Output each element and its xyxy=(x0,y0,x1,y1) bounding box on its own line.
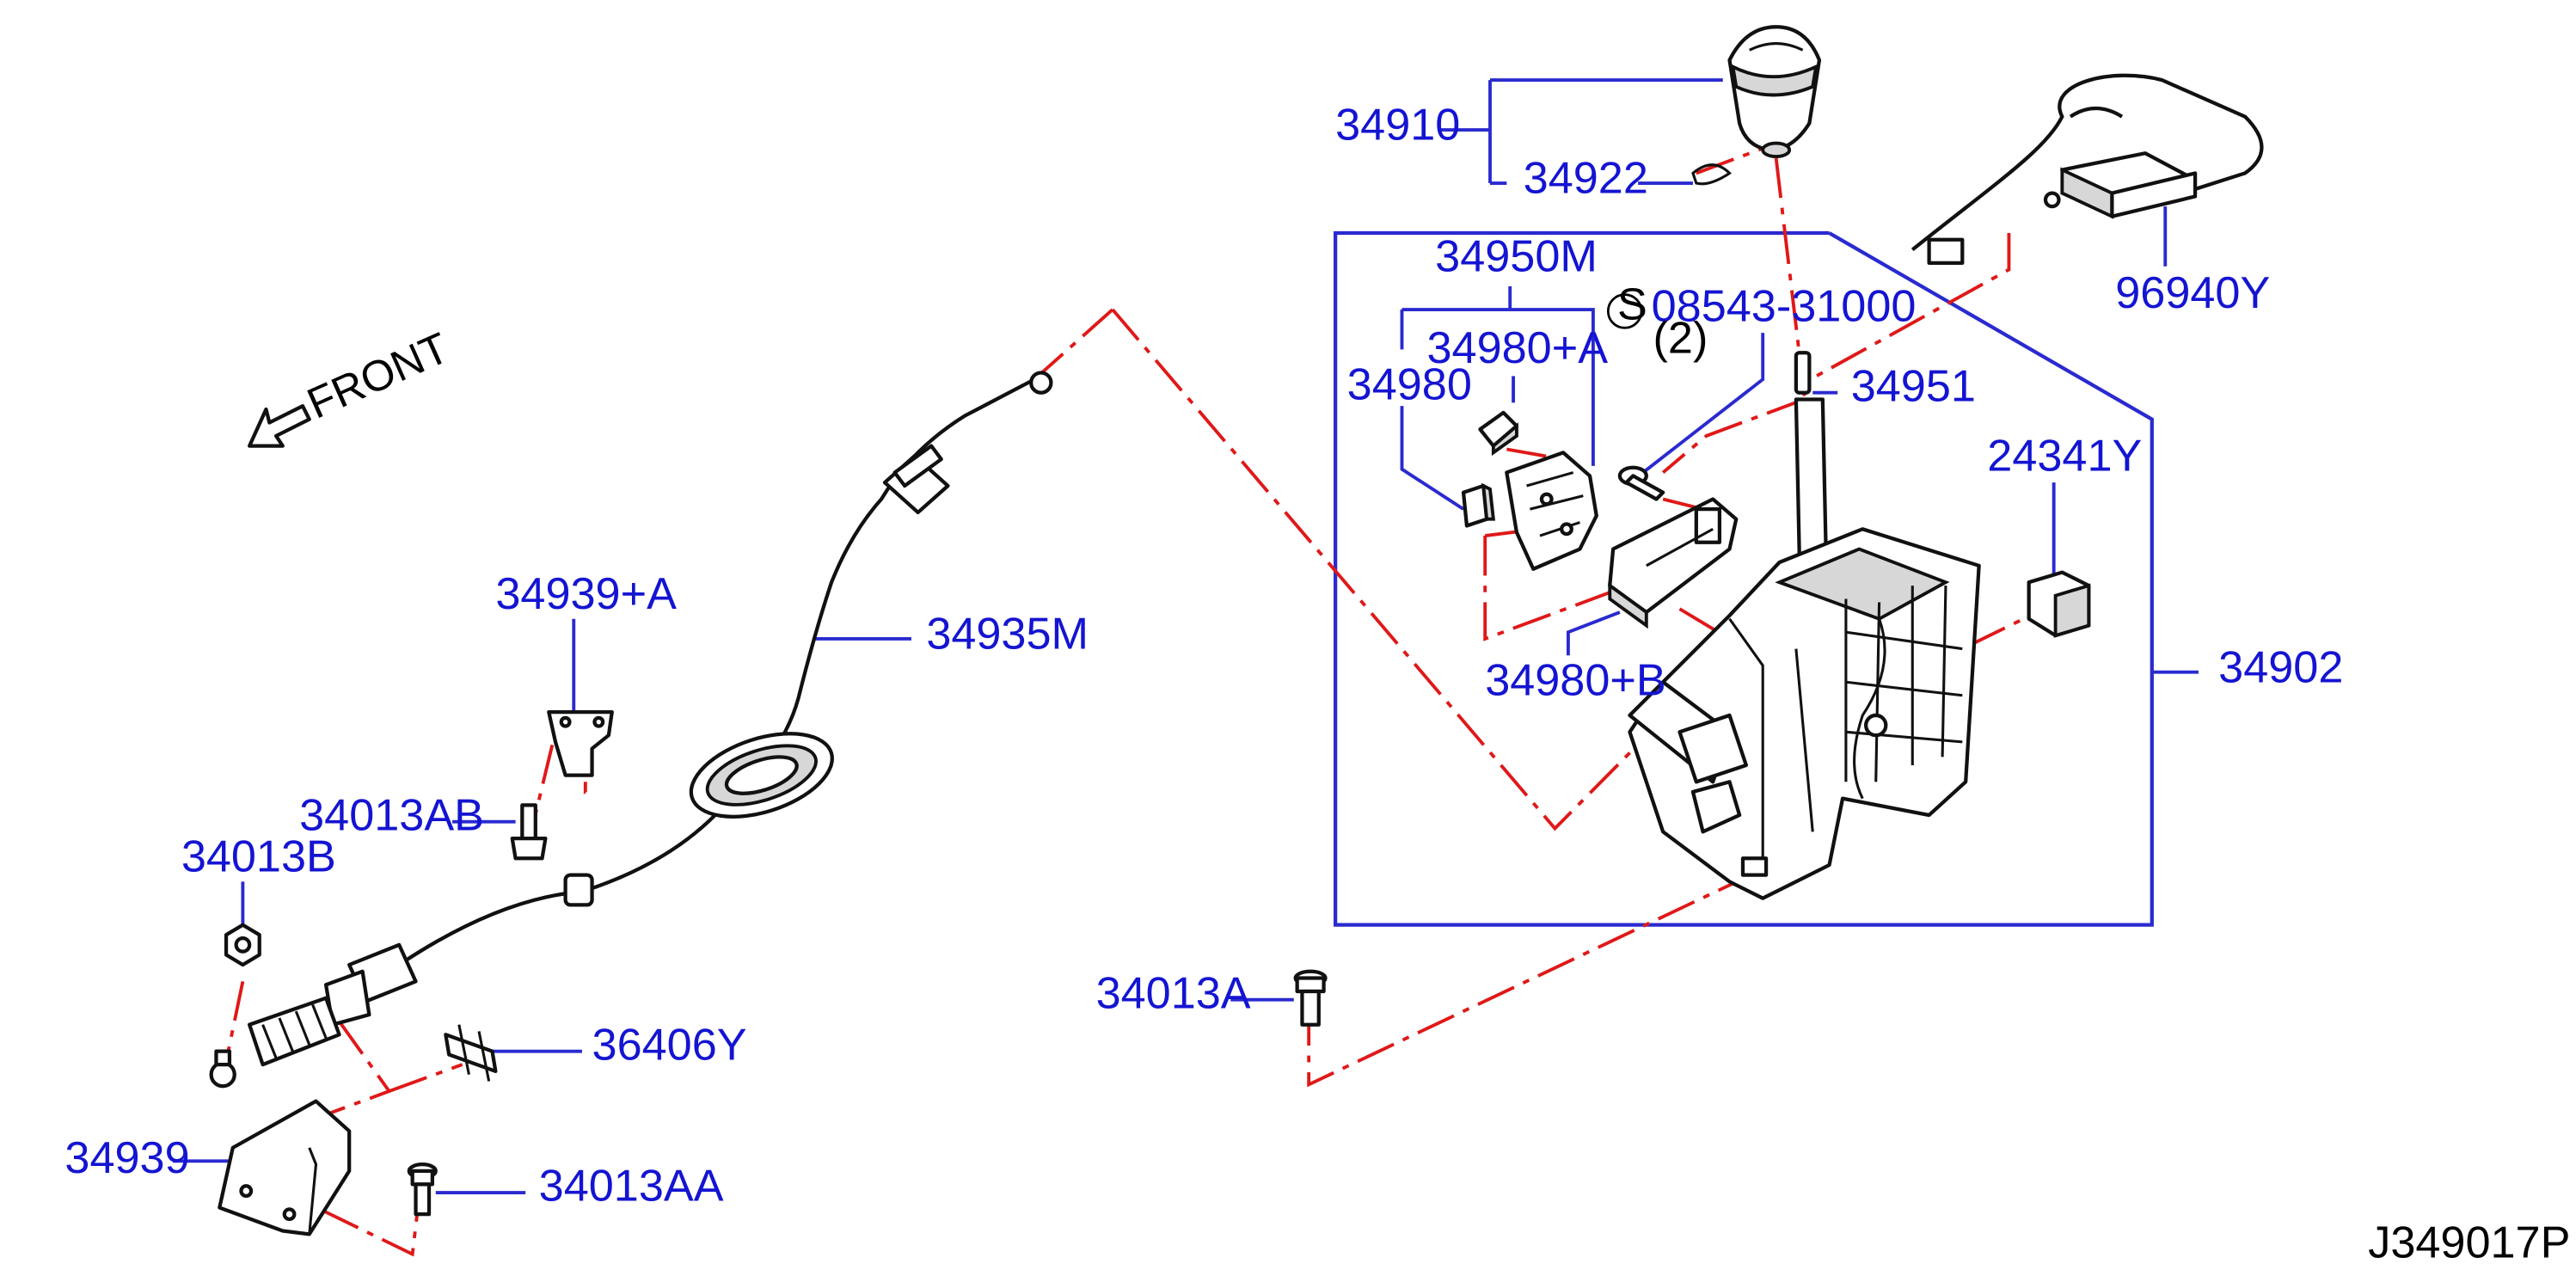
callout-34013A: 34013A xyxy=(1096,968,1251,1018)
front-label: FRONT xyxy=(300,322,456,427)
part-34980-plus-A xyxy=(1478,410,1519,457)
callout-34980-plus-A: 34980+A xyxy=(1427,323,1609,373)
nut-34013B xyxy=(224,923,261,967)
callout-08543-quantity: (2) xyxy=(1653,313,1708,363)
switch-34980-plus-B xyxy=(1608,497,1739,629)
diagram-id: J349017P xyxy=(2368,1218,2570,1267)
callout-34902: 34902 xyxy=(2218,642,2343,692)
callout-34951: 34951 xyxy=(1851,361,1976,411)
callout-34013AB: 34013AB xyxy=(299,790,484,840)
harness-module-96940Y xyxy=(1911,73,2264,265)
part-34980 xyxy=(1461,482,1496,528)
callout-34950M: 34950M xyxy=(1435,232,1598,282)
front-direction-arrow: FRONT xyxy=(247,322,456,448)
callout-34013AA: 34013AA xyxy=(539,1162,724,1212)
pin-34951 xyxy=(1794,351,1812,395)
callout-36406Y: 36406Y xyxy=(592,1020,747,1070)
shifter-base-34902 xyxy=(1628,397,1981,900)
bolt-34013A xyxy=(1293,969,1328,1027)
control-cable-34935M xyxy=(209,371,1053,1089)
callout-24341Y: 24341Y xyxy=(1987,432,2142,482)
callout-34939: 34939 xyxy=(64,1133,189,1183)
bracket-34939-plus-A xyxy=(547,709,614,777)
bolt-34013AB xyxy=(510,803,548,861)
leader-lines xyxy=(173,78,2199,1194)
bracket-34950M xyxy=(1505,451,1598,571)
standard-part-symbol xyxy=(1606,293,1643,329)
callout-34910: 34910 xyxy=(1335,101,1460,150)
callout-34922: 34922 xyxy=(1524,154,1648,204)
shift-knob-34910 xyxy=(1727,25,1822,158)
bracket-34939 xyxy=(218,1099,352,1236)
callout-34013B: 34013B xyxy=(181,832,336,882)
standard-part-symbol-letter: S xyxy=(1617,280,1647,330)
callout-34939-plus-A: 34939+A xyxy=(495,569,677,619)
connector-24341Y xyxy=(2027,570,2091,638)
callout-34980-plus-B: 34980+B xyxy=(1485,656,1666,706)
callout-34935M: 34935M xyxy=(926,610,1089,659)
clip-34922 xyxy=(1691,163,1732,186)
callout-34980: 34980 xyxy=(1347,359,1472,409)
callout-08543-31000: 08543-31000 xyxy=(1652,282,1917,332)
bolt-34013AA xyxy=(407,1163,438,1217)
screw-08543-31000 xyxy=(1617,465,1665,501)
callout-96940Y: 96940Y xyxy=(2115,268,2270,318)
callout-labels: 34910 34922 34950M 34980+A 34980 S 08543… xyxy=(64,101,2570,1268)
assembly-boundary-box xyxy=(1333,230,2154,927)
clip-36406Y xyxy=(444,1024,498,1082)
